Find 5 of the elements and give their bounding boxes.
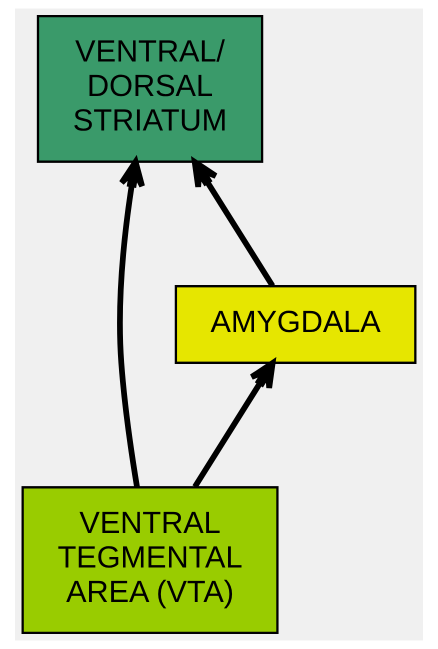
arrow [192,360,276,488]
arrow [192,159,275,288]
node-box: VENTRAL/ DORSAL STRIATUM [36,14,264,163]
node-box: AMYGDALA [174,285,416,364]
node-box: VENTRAL TEGMENTAL AREA (VTA) [22,486,279,634]
